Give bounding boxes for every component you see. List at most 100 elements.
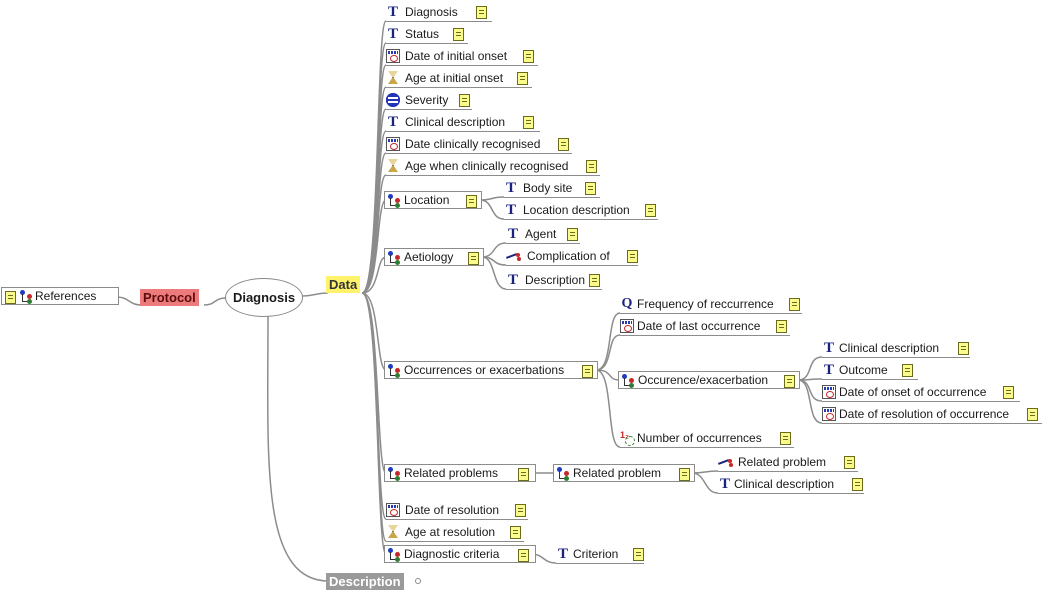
note-icon[interactable]	[844, 456, 855, 469]
note-icon[interactable]	[645, 204, 656, 217]
note-icon[interactable]	[510, 526, 521, 539]
item-frequency[interactable]: Q Frequency of reccurrence	[620, 295, 802, 314]
data-node[interactable]: Data	[326, 276, 361, 293]
note-icon[interactable]	[958, 342, 969, 355]
node-label: Date of last occurrence	[637, 319, 761, 333]
node-label: Age when clinically recognised	[405, 159, 569, 173]
note-icon[interactable]	[789, 298, 800, 311]
item-occ-clinical-description[interactable]: T Clinical description	[822, 339, 970, 358]
note-icon[interactable]	[679, 468, 690, 481]
node-label: Location	[404, 193, 450, 207]
item-outcome[interactable]: T Outcome	[822, 361, 918, 380]
item-aetiology-description[interactable]: T Description	[506, 271, 602, 290]
note-icon[interactable]	[468, 252, 479, 265]
item-age-resolution[interactable]: Age at resolution	[386, 523, 524, 542]
cluster-icon	[387, 364, 401, 378]
note-icon[interactable]	[518, 549, 529, 562]
item-clinical-description[interactable]: T Clinical description	[386, 113, 540, 132]
cluster-icon	[19, 290, 33, 304]
ordinal-icon	[386, 93, 400, 107]
note-icon[interactable]	[1003, 386, 1014, 399]
node-label: Diagnosis	[405, 5, 458, 19]
node-label: Clinical description	[405, 115, 506, 129]
node-label: Clinical description	[734, 477, 835, 491]
item-age-clinically-recognised[interactable]: Age when clinically recognised	[386, 157, 600, 176]
note-icon[interactable]	[518, 468, 529, 481]
item-diagnosis[interactable]: T Diagnosis	[386, 3, 492, 22]
node-label: Diagnostic criteria	[404, 547, 500, 561]
note-icon[interactable]	[515, 504, 526, 517]
item-date-clinically-recognised[interactable]: Date clinically recognised	[386, 135, 572, 154]
note-icon[interactable]	[852, 478, 863, 491]
note-icon[interactable]	[585, 182, 596, 195]
note-icon[interactable]	[633, 548, 644, 561]
item-body-site[interactable]: T Body site	[504, 179, 600, 198]
count-icon: 1₂	[620, 431, 635, 446]
note-icon[interactable]	[558, 138, 569, 151]
item-related-problem[interactable]: Related problem	[553, 464, 695, 482]
cluster-icon	[556, 467, 570, 481]
note-icon[interactable]	[5, 291, 16, 304]
note-icon[interactable]	[582, 365, 593, 378]
item-status[interactable]: T Status	[386, 25, 468, 44]
item-agent[interactable]: T Agent	[506, 225, 580, 244]
note-icon[interactable]	[466, 195, 477, 208]
item-age-initial-onset[interactable]: Age at initial onset	[386, 69, 532, 88]
calendar-icon	[620, 319, 634, 333]
item-criterion[interactable]: T Criterion	[556, 545, 644, 564]
note-icon[interactable]	[1027, 408, 1038, 421]
note-icon[interactable]	[627, 250, 638, 263]
note-icon[interactable]	[589, 274, 600, 287]
node-label: Frequency of reccurrence	[637, 297, 774, 311]
node-label: Location description	[523, 203, 630, 217]
text-icon: T	[505, 180, 516, 196]
item-date-resolution[interactable]: Date of resolution	[386, 501, 528, 520]
item-date-onset-occurrence[interactable]: Date of onset of occurrence	[822, 383, 1020, 402]
node-label: Complication of	[527, 249, 610, 263]
calendar-icon	[386, 137, 400, 151]
hourglass-icon	[388, 71, 398, 84]
text-icon: T	[719, 476, 730, 492]
item-number-occurrences[interactable]: 1₂ Number of occurrences	[620, 429, 794, 448]
item-aetiology[interactable]: Aetiology	[384, 248, 484, 266]
item-rp-clinical-description[interactable]: T Clinical description	[718, 475, 864, 494]
root-node[interactable]: Diagnosis	[225, 278, 303, 317]
note-icon[interactable]	[523, 50, 534, 63]
note-icon[interactable]	[902, 364, 913, 377]
node-label: Agent	[525, 227, 557, 241]
note-icon[interactable]	[776, 320, 787, 333]
note-icon[interactable]	[586, 160, 597, 173]
references-node[interactable]: References	[1, 287, 119, 305]
protocol-node[interactable]: Protocol	[140, 289, 199, 306]
item-occurrences[interactable]: Occurrences or exacerbations	[384, 361, 598, 379]
node-label: Body site	[523, 181, 573, 195]
item-location-description[interactable]: T Location description	[504, 201, 658, 220]
description-node[interactable]: Description	[326, 573, 404, 590]
item-location[interactable]: Location	[384, 191, 482, 209]
link-icon	[506, 249, 520, 263]
item-occurrence-exacerbation[interactable]: Occurence/exacerbation	[618, 371, 800, 389]
item-diagnostic-criteria[interactable]: Diagnostic criteria	[384, 545, 536, 563]
note-icon[interactable]	[567, 228, 578, 241]
node-label: Date of resolution of occurrence	[839, 407, 1010, 421]
note-icon[interactable]	[523, 116, 534, 129]
node-label: Date of onset of occurrence	[839, 385, 987, 399]
item-complication-of[interactable]: Complication of	[506, 247, 638, 266]
text-icon: T	[507, 226, 518, 242]
item-related-problems[interactable]: Related problems	[384, 464, 536, 482]
note-icon[interactable]	[517, 72, 528, 85]
item-related-problem-link[interactable]: Related problem	[718, 453, 858, 472]
note-icon[interactable]	[453, 28, 464, 41]
item-date-resolution-occurrence[interactable]: Date of resolution of occurrence	[822, 405, 1042, 424]
node-label: Aetiology	[404, 250, 454, 264]
item-date-last-occurrence[interactable]: Date of last occurrence	[620, 317, 790, 336]
node-label: Age at resolution	[405, 525, 496, 539]
note-icon[interactable]	[459, 94, 470, 107]
item-severity[interactable]: Severity	[386, 91, 472, 110]
note-icon[interactable]	[784, 375, 795, 388]
note-icon[interactable]	[780, 432, 791, 445]
note-icon[interactable]	[476, 6, 487, 19]
item-date-initial-onset[interactable]: Date of initial onset	[386, 47, 538, 66]
text-icon: T	[505, 202, 516, 218]
